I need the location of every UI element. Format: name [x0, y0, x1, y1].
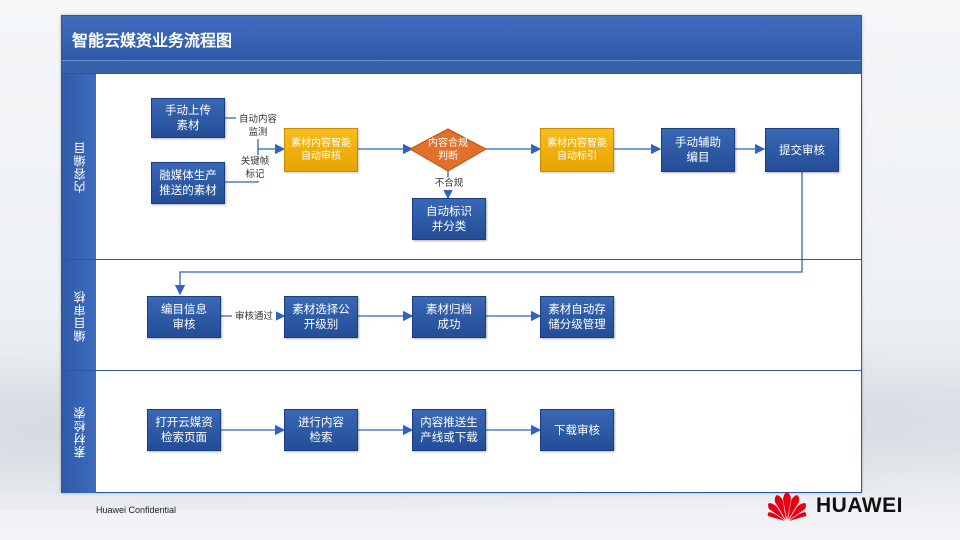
- label-noncompliant: 不合规: [434, 177, 464, 190]
- lane-content-catalog: 内容编目: [62, 73, 861, 260]
- lane-label-review: 编目审核: [62, 260, 96, 371]
- diagram-frame: 智能云媒资业务流程图 内容编目 编目审核 素材检索: [61, 15, 862, 493]
- node-open-page: 打开云媒资 检索页面: [147, 409, 221, 451]
- diagram-title: 智能云媒资业务流程图: [72, 31, 233, 50]
- node-catalog-review: 编目信息 审核: [147, 296, 221, 338]
- label-keyframe: 关键帧 标记: [238, 155, 272, 181]
- node-download-review: 下载审核: [540, 409, 614, 451]
- node-auto-review: 素材内容智能 自动审核: [284, 128, 358, 172]
- label-auto-monitor: 自动内容 监测: [236, 113, 280, 139]
- node-manual-upload: 手动上传 素材: [151, 98, 225, 138]
- node-auto-storage: 素材自动存 储分级管理: [540, 296, 614, 338]
- arrow-submit-to-catalog-review: [174, 168, 803, 296]
- lane-catalog-review: 编目审核: [62, 259, 861, 371]
- title-bar: 智能云媒资业务流程图: [62, 16, 861, 60]
- huawei-logo: HUAWEI: [766, 490, 903, 522]
- lane-material-search: 素材检索: [62, 370, 861, 493]
- node-manual-catalog: 手动辅助 编目: [661, 128, 735, 172]
- huawei-flower-icon: [767, 492, 807, 521]
- node-push-download: 内容推送生 产线或下载: [412, 409, 486, 451]
- compliance-diamond: [408, 128, 488, 172]
- lane-label-search: 素材检索: [62, 371, 96, 493]
- title-sub-bar: [62, 60, 861, 74]
- node-archive-ok: 素材归档 成功: [412, 296, 486, 338]
- connector-arrows: [174, 117, 803, 436]
- node-media-push: 融媒体生产 推送的素材: [151, 162, 225, 204]
- node-compliance-text: 内容合规 判断: [428, 138, 468, 162]
- node-submit-review: 提交审核: [765, 128, 839, 172]
- node-auto-index: 素材内容智能 自动标引: [540, 128, 614, 172]
- label-review-passed: 审核通过: [232, 310, 276, 323]
- node-choose-level: 素材选择公 开级别: [284, 296, 358, 338]
- lane-label-content: 内容编目: [62, 74, 96, 260]
- node-auto-tag-classify: 自动标识 并分类: [412, 198, 486, 240]
- logo-text: HUAWEI: [816, 494, 903, 517]
- footer-confidential: Huawei Confidential: [96, 505, 177, 515]
- node-do-search: 进行内容 检索: [284, 409, 358, 451]
